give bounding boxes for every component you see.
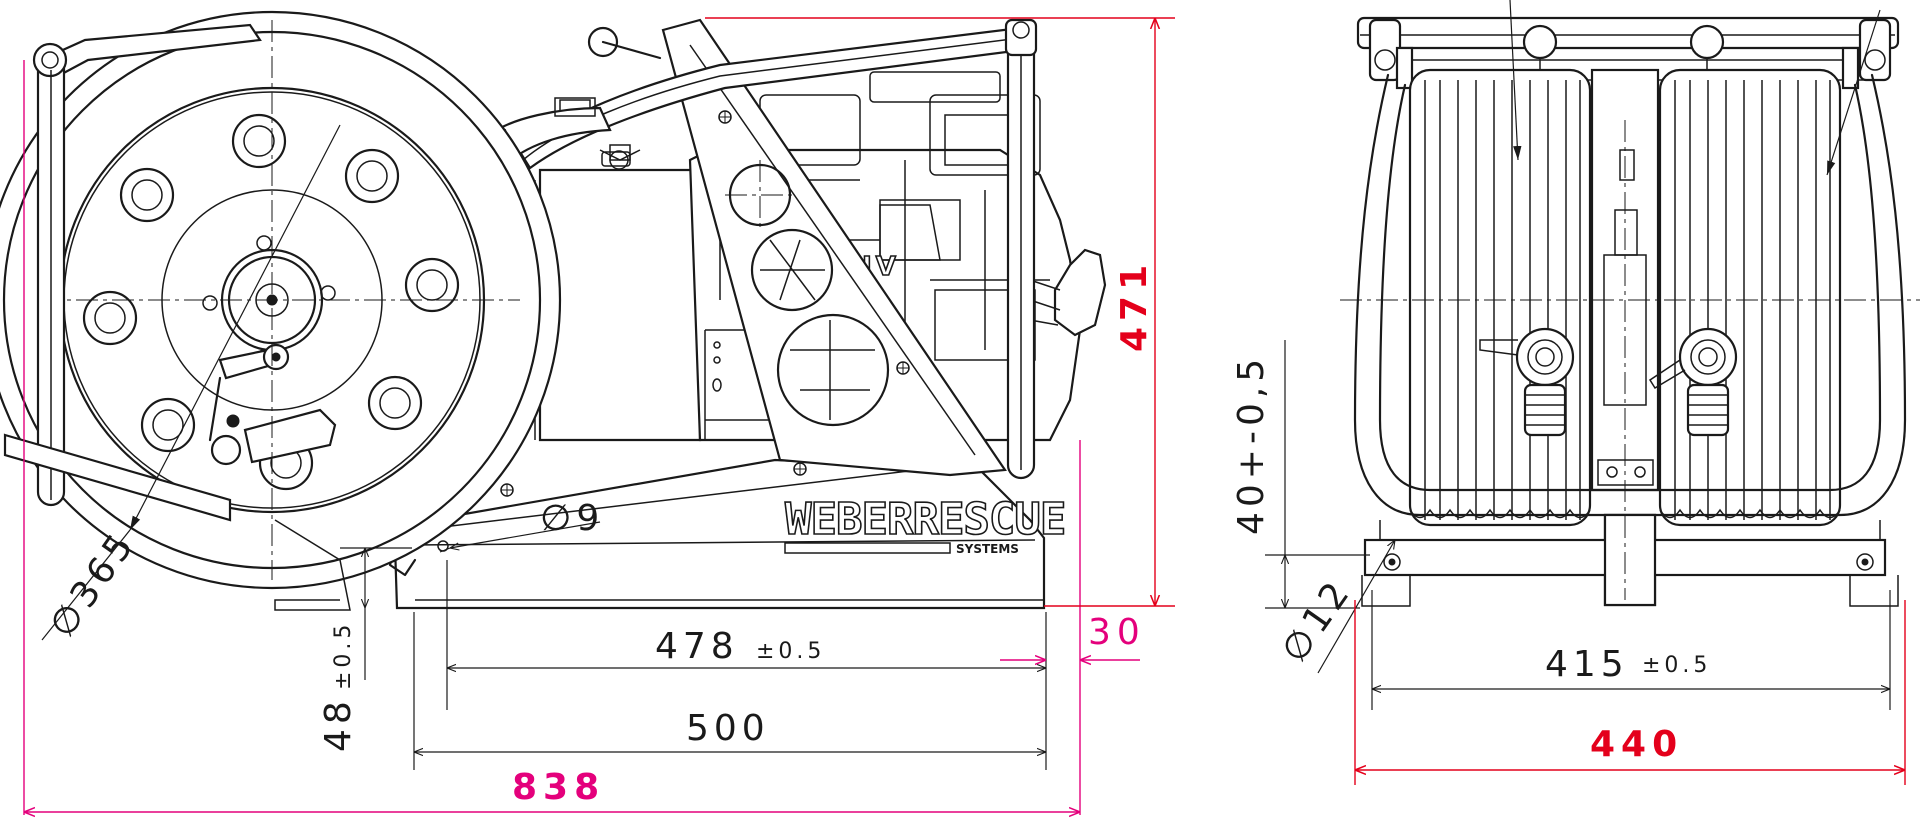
overall-length-label: 838 bbox=[512, 767, 605, 808]
inner-width-label: 415 bbox=[1545, 644, 1629, 685]
foot-hole-label: ∅12 bbox=[1274, 571, 1360, 670]
hole-diameter-label: ∅9 bbox=[540, 498, 604, 539]
left-handle bbox=[3, 23, 351, 611]
brand-sub: SYSTEMS bbox=[956, 542, 1019, 556]
brand-logo: WEBERRESCUE SYSTEMS bbox=[784, 493, 1067, 556]
base-length-tolerance: ±0.5 bbox=[756, 639, 825, 664]
front-view: 40+-0,5 ∅12 415 ±0.5 440 bbox=[1231, 0, 1920, 785]
hose-reel bbox=[0, 10, 562, 590]
inner-width-tolerance: ±0.5 bbox=[1642, 653, 1711, 678]
base-height-tolerance: ±0.5 bbox=[331, 621, 356, 690]
foot-height-label: 40+-0,5 bbox=[1231, 354, 1272, 535]
front-base bbox=[1361, 513, 1899, 607]
overall-width-label: 440 bbox=[1590, 724, 1683, 765]
reel-diameter-label: ∅365 bbox=[42, 523, 144, 645]
reel-bolt-holes bbox=[82, 113, 460, 491]
overhang-label: 30 bbox=[1088, 612, 1146, 653]
front-arrow-left bbox=[1509, 0, 1522, 161]
front-arrow-right bbox=[1826, 9, 1881, 176]
front-top-frame bbox=[1356, 16, 1900, 90]
base-total-label: 500 bbox=[686, 708, 770, 749]
brand-name: WEBERRESCUE bbox=[785, 494, 1065, 545]
side-view: WEBERRESCUE SYSTEMS HV bbox=[0, 10, 1175, 815]
hose-couplings bbox=[1479, 327, 1738, 437]
triangle-frame bbox=[661, 18, 1007, 477]
base-length-label: 478 bbox=[655, 626, 739, 667]
base-height-label: 48 bbox=[318, 696, 359, 752]
overall-height-label: 471 bbox=[1114, 259, 1155, 352]
